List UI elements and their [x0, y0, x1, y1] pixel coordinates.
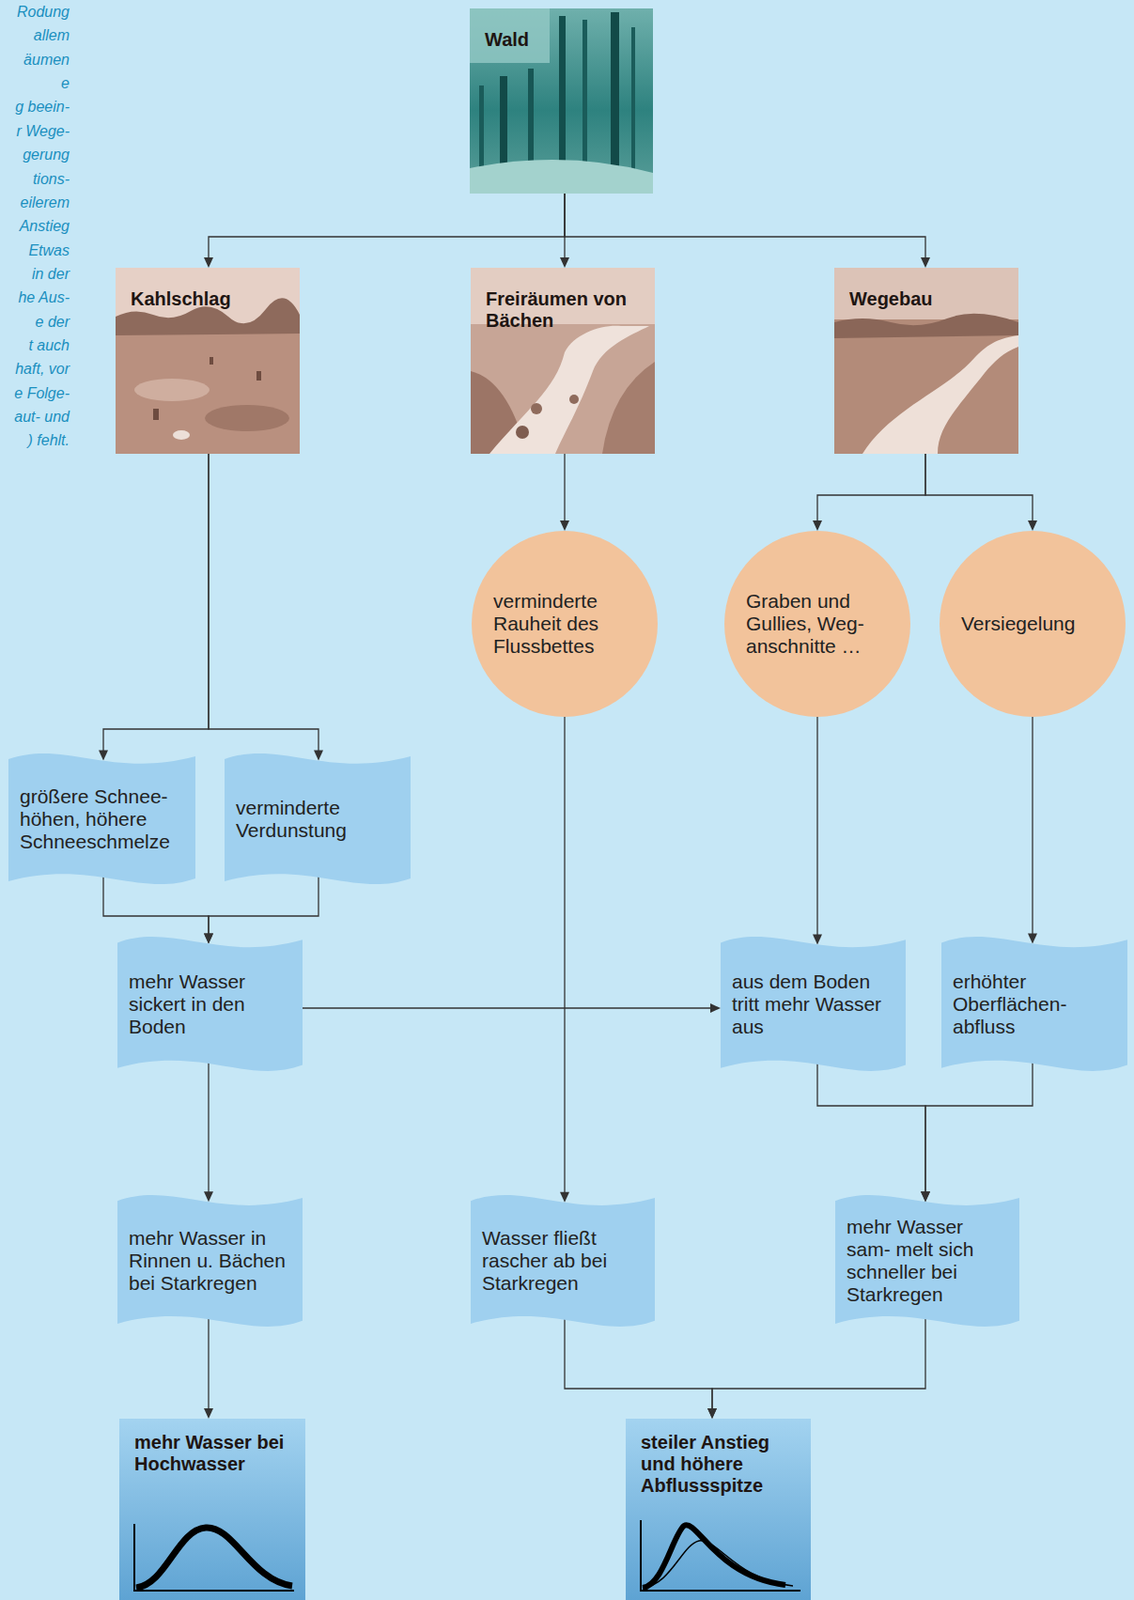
- wave-box: mehr Wasser sickert in den Boden: [117, 931, 303, 1077]
- result-box: mehr Wasser bei Hochwasser: [119, 1418, 306, 1600]
- wave-box: verminderte Verdunstung: [224, 747, 411, 890]
- effect-circle: verminderte Rauheit des Flussbettes: [471, 530, 658, 717]
- side-note-line: he Aus-: [0, 287, 70, 309]
- side-note-line: in der: [0, 264, 70, 285]
- box-text: verminderte Rauheit des Flussbettes: [493, 590, 637, 658]
- side-note-line: Rodung: [0, 1, 70, 23]
- box-text: mehr Wasser in Rinnen u. Bächen bei Star…: [128, 1227, 295, 1295]
- flow-arrow: [564, 1318, 717, 1419]
- side-note-line: tions-: [0, 169, 70, 190]
- flow-arrow: [564, 193, 931, 268]
- box-heading: steiler Anstieg und höhere Abflussspitze: [640, 1431, 800, 1497]
- photo-box: Wegebau: [834, 267, 1019, 454]
- flow-arrow: [920, 1061, 1033, 1202]
- box-text: verminderte Verdunstung: [235, 796, 403, 842]
- flow-arrow: [817, 1062, 931, 1202]
- box-text: mehr Wasser sickert in den Boden: [128, 970, 295, 1039]
- side-note-line: t auch: [0, 335, 70, 357]
- result-box: steiler Anstieg und höhere Abflussspitze: [625, 1418, 811, 1600]
- box-text: aus dem Boden tritt mehr Wasser aus: [731, 970, 898, 1039]
- box-heading: mehr Wasser bei Hochwasser: [134, 1431, 295, 1476]
- flow-arrow: [203, 193, 565, 268]
- box-text: Wasser fließt rascher ab bei Starkregen: [481, 1227, 647, 1295]
- flow-arrow: [925, 453, 1038, 531]
- side-note-line: e der: [0, 311, 70, 333]
- box-text: Versiegelung: [961, 612, 1104, 636]
- box-heading: Wald: [484, 29, 642, 51]
- photo-box: Freiräumen von Bächen: [470, 267, 655, 454]
- side-note-line: eilerem: [0, 192, 70, 214]
- side-note-line: Anstieg: [0, 216, 70, 237]
- photo-box: Kahlschlag: [115, 267, 300, 454]
- side-note-line: aut- und: [0, 406, 70, 428]
- side-note-line: e: [0, 73, 70, 94]
- flow-arrow: [1027, 716, 1038, 944]
- wave-box: aus dem Boden tritt mehr Wasser aus: [720, 931, 906, 1077]
- effect-circle: Graben und Gullies, Weg- anschnitte …: [724, 530, 911, 717]
- photo-box: Wald: [469, 8, 653, 194]
- flow-arrow: [302, 1003, 721, 1013]
- box-text: Graben und Gullies, Weg- anschnitte …: [745, 590, 889, 658]
- flow-arrow: [707, 1317, 926, 1419]
- wave-box: mehr Wasser sam- melt sich schneller bei…: [835, 1189, 1020, 1333]
- flow-arrow: [812, 453, 926, 531]
- flow-arrow: [208, 453, 324, 762]
- flow-arrow: [559, 716, 570, 1203]
- wave-box: mehr Wasser in Rinnen u. Bächen bei Star…: [117, 1189, 303, 1333]
- flow-arrow: [203, 1317, 214, 1419]
- box-text: mehr Wasser sam- melt sich schneller bei…: [846, 1215, 1011, 1306]
- flow-arrow: [98, 453, 209, 762]
- flow-arrow: [559, 453, 570, 531]
- side-note-line: r Wege-: [0, 121, 70, 142]
- side-note-line: e Folge-: [0, 383, 70, 404]
- side-note-line: ) fehlt.: [0, 430, 70, 451]
- wave-box: Wasser fließt rascher ab bei Starkregen: [470, 1189, 655, 1333]
- side-note-line: haft, vor: [0, 358, 70, 380]
- side-note-line: gerung: [0, 144, 70, 166]
- side-note-line: Etwas: [0, 240, 70, 262]
- side-note-line: g beein-: [0, 96, 70, 118]
- box-text: größere Schnee- höhen, höhere Schneeschm…: [19, 785, 187, 854]
- flow-arrow: [203, 1061, 214, 1202]
- side-note-line: allem: [0, 25, 70, 47]
- side-note-line: äumen: [0, 49, 70, 71]
- box-heading: Freiräumen von Bächen: [485, 288, 644, 332]
- box-heading: Kahlschlag: [130, 288, 289, 311]
- effect-circle: Versiegelung: [939, 530, 1126, 717]
- flow-arrow: [812, 716, 823, 945]
- flow-arrow: [103, 875, 214, 945]
- wave-box: größere Schnee- höhen, höhere Schneeschm…: [8, 747, 196, 890]
- flow-arrow: [203, 875, 319, 945]
- box-heading: Wegebau: [849, 288, 1008, 311]
- wave-box: erhöhter Oberflächen- abfluss: [941, 931, 1128, 1077]
- box-text: erhöhter Oberflächen- abfluss: [952, 970, 1119, 1039]
